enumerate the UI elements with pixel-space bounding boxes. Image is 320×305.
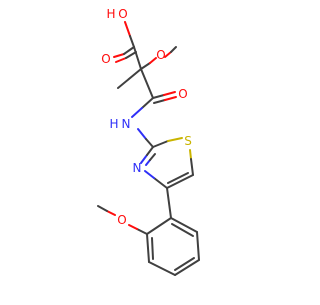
molecule-structure: H O O O O H N S N O [97, 7, 200, 276]
atom-hydroxyl-h: H [106, 7, 115, 21]
bond-n3-c2t-b [146, 146, 154, 156]
bond-ph-2-3 [146, 233, 150, 263]
bond-c1-o-double-a [113, 53, 125, 58]
bond-c2-o [140, 62, 151, 70]
bond-c5-c4-inner [167, 172, 189, 184]
bond-n-c2t [137, 128, 147, 140]
bond-c2t-s [152, 140, 169, 148]
bond-c5-c4 [166, 174, 194, 189]
atom-carbonyl-o1: O [101, 52, 110, 66]
atom-hydroxyl-o: O [118, 7, 127, 21]
bond-o-me1-b [170, 46, 177, 53]
bond-c3-n [141, 97, 154, 109]
bond-c3-o-a2 [163, 91, 176, 96]
bond-c1-o-double-b2 [125, 51, 137, 59]
bond-ph-o [136, 228, 148, 235]
atom-ether-o1: O [156, 48, 165, 62]
bond-ph-1-2 [146, 217, 172, 235]
bond-ph-6-1 [170, 217, 198, 233]
bond-n-c2t-b [145, 138, 154, 148]
bond-c1-o-double-b [115, 57, 127, 63]
bond-o-me1 [164, 51, 172, 58]
bond-c2-me [117, 68, 142, 89]
atom-amide-h: H [109, 117, 118, 131]
bond-ph-6-1-inner [171, 223, 194, 237]
bond-c2-c3 [140, 68, 154, 99]
atom-thiazole-s: S [184, 134, 192, 148]
molecule-canvas: H O O O O H N S N O [97, 7, 200, 276]
bond-c2-o-red [149, 57, 157, 64]
bond-s-c5-b [190, 158, 194, 176]
bond-o-me2-b [97, 205, 108, 212]
bond-c1-o-double-a2 [123, 46, 135, 55]
bond-c2t-s-b [167, 137, 183, 142]
bond-c3-o-a [152, 94, 165, 99]
atom-aryl-ether-o: O [117, 213, 126, 227]
bond-ph-2-3-inner [151, 237, 154, 260]
bond-o-me2 [106, 210, 116, 216]
bond-ph-4-5-inner [174, 257, 195, 271]
bond-oh-c1 [124, 21, 131, 37]
bond-c3-n-b [131, 107, 143, 118]
bond-ph-4-5 [174, 259, 200, 276]
bond-n3-c2t [140, 154, 148, 164]
bond-c4-ph [166, 187, 172, 219]
bond-ph-3-4 [148, 261, 176, 276]
bond-ph-5-6 [196, 231, 200, 261]
bond-c4-n3 [153, 177, 168, 189]
atom-thiazole-n: N [133, 161, 142, 175]
bond-c3-o-b [153, 99, 166, 104]
bond-ph-o-b [128, 224, 138, 230]
bond-s-c5 [189, 149, 192, 160]
bond-n3-c2t-inner-b [149, 153, 156, 161]
bond-c3-o-b2 [164, 96, 177, 101]
bond-n3-c2t-inner [145, 159, 151, 166]
bond-c1-c2 [133, 46, 142, 70]
bond-c4-n3-b [144, 170, 155, 179]
atom-carbonyl-o2: O [178, 87, 187, 101]
bond-c1-half [129, 35, 135, 48]
atom-amide-n: N [122, 117, 131, 131]
